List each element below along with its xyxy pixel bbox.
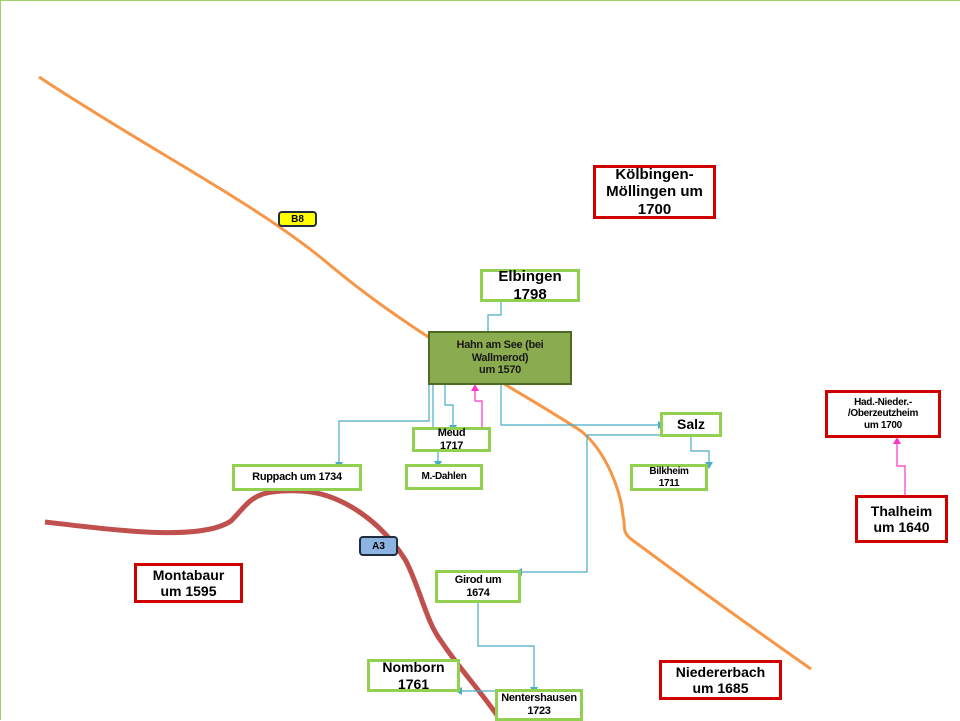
place-girod: Girod um 1674 xyxy=(435,570,521,603)
place-elbingen: Elbingen 1798 xyxy=(480,268,580,303)
connector-salz-bilkheim xyxy=(690,437,710,464)
connector-hahn-salz xyxy=(500,385,661,426)
connector-hahn-meud xyxy=(444,385,454,427)
connector-hahn-ruppach xyxy=(338,385,430,464)
connector-girod-nentershausen xyxy=(477,603,535,689)
place-salz: Salz xyxy=(660,412,722,437)
connectors-pink xyxy=(474,389,906,495)
place-koelbingen-moellingen: Kölbingen- Möllingen um 1700 xyxy=(593,165,716,219)
road-badge-b8: B8 xyxy=(278,211,317,227)
road-badge-b8-label: B8 xyxy=(291,213,304,225)
place-hadamar-nieder-oberzeutzheim: Had.-Nieder.- /Oberzeutzheim um 1700 xyxy=(825,390,941,438)
connector-salz-girod xyxy=(520,434,662,573)
connector-meud-hahn xyxy=(474,389,483,427)
place-meud: Meud 1717 xyxy=(412,427,491,452)
place-montabaur: Montabaur um 1595 xyxy=(134,563,243,603)
road-b8 xyxy=(38,75,812,671)
road-badge-a3-label: A3 xyxy=(372,540,385,552)
road-badge-a3: A3 xyxy=(359,536,398,556)
place-niedererbach: Niedererbach um 1685 xyxy=(659,660,782,700)
place-bilkheim: Bilkheim 1711 xyxy=(630,464,708,491)
arrowheads-pink xyxy=(471,384,901,444)
road-a3 xyxy=(44,488,504,721)
place-ruppach: Ruppach um 1734 xyxy=(232,464,362,491)
place-hahn-am-see: Hahn am See (bei Wallmerod) um 1570 xyxy=(428,331,572,385)
connector-thalheim-had xyxy=(896,442,906,495)
place-m-dahlen: M.-Dahlen xyxy=(405,464,483,490)
place-nomborn: Nomborn 1761 xyxy=(367,659,460,692)
connector-hahn-elbingen xyxy=(487,302,502,331)
place-thalheim: Thalheim um 1640 xyxy=(855,495,948,543)
place-nentershausen: Nentershausen 1723 xyxy=(495,689,583,721)
